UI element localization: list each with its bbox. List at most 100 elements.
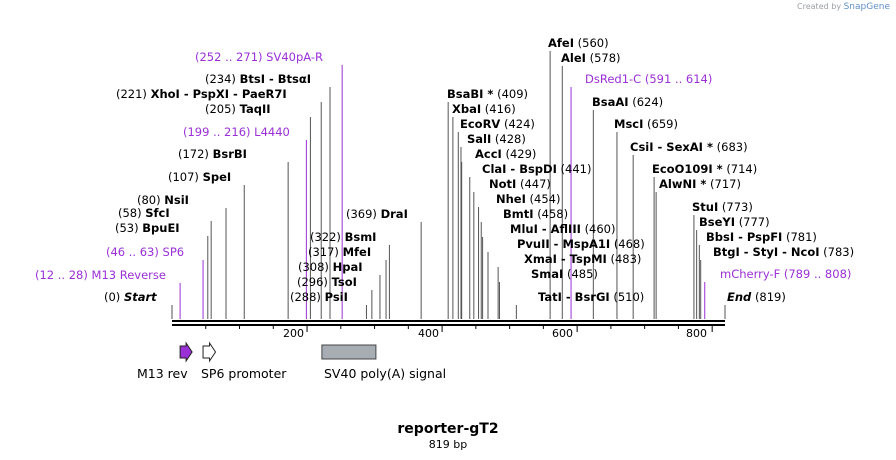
site-name: mCherry-F — [720, 267, 781, 281]
enzyme-label: MscI (659) — [614, 117, 678, 131]
site-position: (46 .. 63) — [106, 245, 159, 259]
enzyme-label: NotI (447) — [489, 177, 551, 191]
feature-label: mCherry-F (789 .. 808) — [720, 267, 851, 281]
site-name: CsiI - SexAI * — [630, 140, 713, 154]
feature-label: (12 .. 28) M13 Reverse — [35, 268, 166, 282]
site-position: (483) — [610, 252, 642, 266]
enzyme-label: (234) BtsI - BtsαI — [205, 72, 311, 86]
ruler-tick-label: 200 — [283, 327, 304, 340]
site-position: (322) — [310, 230, 341, 244]
site-name: DsRed1-C — [585, 72, 642, 86]
site-name: PvuII - MspA1I — [517, 237, 611, 251]
enzyme-label: (369) DraI — [346, 207, 408, 221]
site-position: (12 .. 28) — [35, 268, 88, 282]
feature-label: DsRed1-C (591 .. 614) — [585, 72, 712, 86]
site-name: TatI - BsrGI — [538, 290, 610, 304]
site-name: AleI — [561, 51, 586, 65]
enzyme-label: XbaI (416) — [452, 102, 516, 116]
site-position: (578) — [589, 51, 621, 65]
enzyme-label: (107) SpeI — [168, 170, 231, 184]
site-name: StuI — [692, 200, 719, 214]
enzyme-label: EcoO109I * (714) — [652, 162, 757, 176]
enzyme-label: (58) SfcI — [118, 206, 170, 220]
site-name: MluI - AflIII — [510, 222, 581, 236]
feature-arrow — [202, 341, 217, 363]
site-position: (199 .. 216) — [183, 125, 251, 139]
site-name: MscI — [614, 117, 644, 131]
site-name: AlwNI * — [659, 177, 707, 191]
site-name: BsmI — [344, 230, 377, 244]
site-name: DraI — [380, 207, 408, 221]
site-name: ClaI - BspDI — [482, 162, 557, 176]
site-position: (428) — [494, 132, 526, 146]
site-name: HpaI — [332, 260, 363, 274]
enzyme-label: StuI (773) — [692, 200, 753, 214]
enzyme-label: ClaI - BspDI (441) — [482, 162, 591, 176]
sequence-line-top — [172, 320, 725, 322]
site-position: (781) — [786, 230, 817, 244]
site-position: (416) — [484, 102, 516, 116]
site-position: (221) — [116, 87, 147, 101]
enzyme-label: SmaI (485) — [531, 267, 598, 281]
site-position: (560) — [577, 36, 609, 50]
site-name: BseYI — [699, 215, 736, 229]
site-name: BtgI - StyI - NcoI — [713, 245, 820, 259]
site-position: (0) — [104, 290, 121, 304]
site-position: (789 .. 808) — [783, 267, 852, 281]
snapgene-logo: SnapGene — [843, 2, 890, 12]
site-name: XhoI - PspXI - PaeR7I — [150, 87, 287, 101]
sequence-line-bottom — [172, 324, 725, 326]
site-name: PsiI — [324, 290, 348, 304]
site-name: SP6 — [162, 245, 185, 259]
ruler-tick-label: 400 — [418, 327, 439, 340]
feature-label: (199 .. 216) L4440 — [183, 125, 290, 139]
enzyme-label: XmaI - TspMI (483) — [524, 252, 641, 266]
feature-label-sp6-promoter: SP6 promoter — [201, 366, 287, 381]
site-name: BsaAI — [592, 95, 629, 109]
credit-prefix: Created by — [797, 2, 842, 11]
enzyme-label: AleI (578) — [561, 51, 621, 65]
site-position: (80) — [137, 193, 161, 207]
enzyme-label: (0) Start — [104, 290, 157, 304]
site-name: XmaI - TspMI — [524, 252, 607, 266]
site-position: (773) — [721, 200, 753, 214]
enzyme-label: BsaAI (624) — [592, 95, 663, 109]
site-position: (714) — [726, 162, 758, 176]
site-position: (317) — [308, 245, 339, 259]
site-position: (234) — [205, 72, 236, 86]
site-position: (454) — [529, 192, 561, 206]
site-position: (288) — [290, 290, 321, 304]
enzyme-label: (172) BsrBI — [178, 147, 247, 161]
site-position: (777) — [738, 215, 770, 229]
site-position: (624) — [632, 95, 664, 109]
enzyme-label: (308) HpaI — [298, 260, 363, 274]
enzyme-label: PvuII - MspA1I (468) — [517, 237, 645, 251]
site-position: (107) — [168, 170, 199, 184]
ruler-tick-label: 800 — [686, 327, 707, 340]
map-title: reporter-gT2 — [397, 421, 499, 437]
site-name: NsiI — [164, 193, 189, 207]
site-position: (683) — [716, 140, 748, 154]
site-name: SV40pA-R — [266, 50, 324, 64]
enzyme-label: BseYI (777) — [699, 215, 770, 229]
enzyme-label: (53) BpuEI — [115, 221, 180, 235]
site-position: (429) — [505, 147, 537, 161]
site-position: (58) — [118, 206, 142, 220]
enzyme-label: AfeI (560) — [548, 36, 609, 50]
enzyme-label: (322) BsmI — [310, 230, 376, 244]
enzyme-label: (80) NsiI — [137, 193, 189, 207]
enzyme-label: MluI - AflIII (460) — [510, 222, 616, 236]
enzyme-label: AccI (429) — [475, 147, 536, 161]
site-name: BsrBI — [212, 147, 247, 161]
enzyme-label: End (819) — [727, 290, 786, 304]
site-name: BbsI - PspFI — [706, 230, 783, 244]
site-name: AccI — [475, 147, 502, 161]
site-name: TaqII — [239, 102, 271, 116]
site-name: NotI — [489, 177, 517, 191]
site-position: (409) — [497, 87, 529, 101]
site-name: SpeI — [202, 170, 232, 184]
feature-label: (46 .. 63) SP6 — [106, 245, 184, 259]
site-position: (783) — [823, 245, 855, 259]
site-position: (591 .. 614) — [644, 72, 713, 86]
site-position: (172) — [178, 147, 209, 161]
